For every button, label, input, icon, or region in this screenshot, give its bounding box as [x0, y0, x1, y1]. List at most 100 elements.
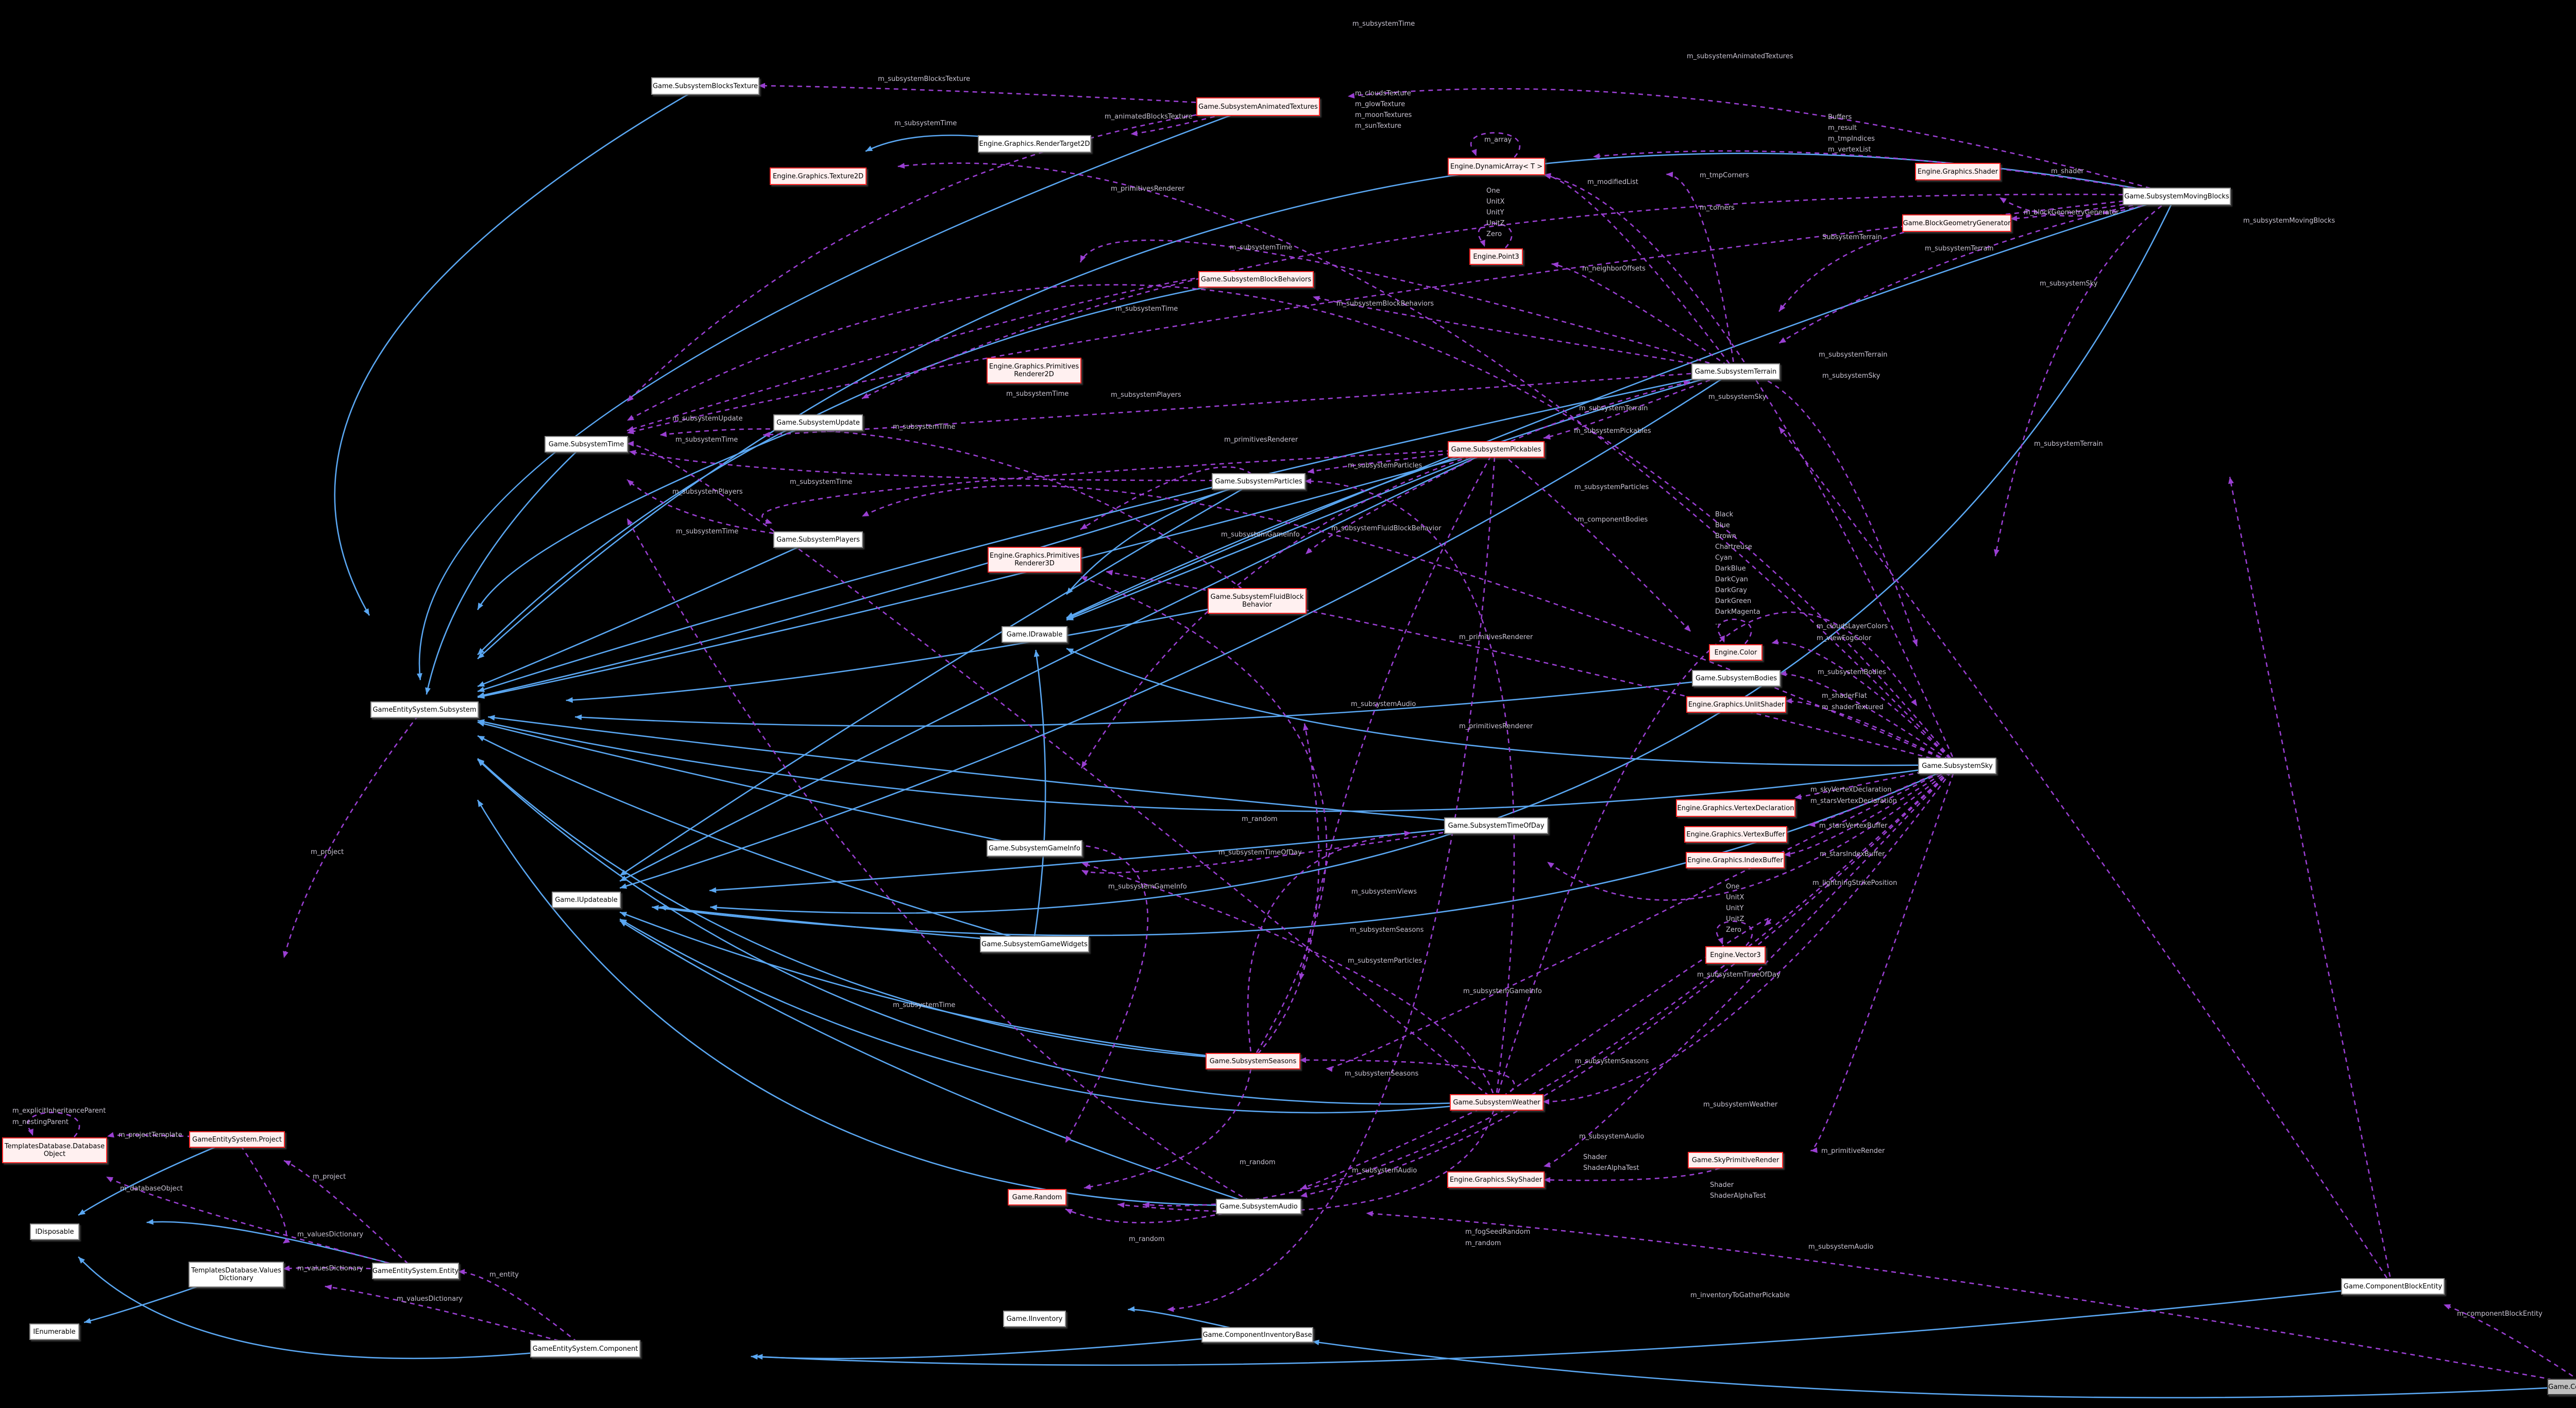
usage-edge: [629, 450, 1258, 481]
class-node-skyPrimitiveRender[interactable]: Game.SkyPrimitiveRender: [1688, 1152, 1783, 1168]
arrowhead: [1471, 148, 1477, 156]
class-node-terrain[interactable]: Game.SubsystemTerrain: [1691, 363, 1780, 380]
class-node-iDrawable[interactable]: Game.IDrawable: [1002, 626, 1067, 643]
class-node-timeOfDay[interactable]: Game.SubsystemTimeOfDay: [1444, 817, 1548, 834]
inheritance-edge: [619, 918, 1496, 1114]
class-node-project[interactable]: GameEntitySystem.Project: [189, 1131, 285, 1148]
class-node-fluidBlockBehavior[interactable]: Game.SubsystemFluidBlock Behavior: [1208, 588, 1307, 614]
class-node-vertexBuffer[interactable]: Engine.Graphics.VertexBuffer: [1684, 826, 1787, 843]
inheritance-edge: [619, 370, 1735, 889]
arrowhead: [1065, 1135, 1072, 1143]
class-node-point3[interactable]: Engine.Point3: [1469, 248, 1523, 265]
class-node-skyShader[interactable]: Engine.Graphics.SkyShader: [1447, 1171, 1545, 1188]
class-node-component[interactable]: GameEntitySystem.Component: [530, 1340, 640, 1357]
usage-edge: [1081, 862, 1497, 1102]
class-node-iInventory[interactable]: Game.IInventory: [1003, 1311, 1066, 1327]
arrowhead: [1080, 576, 1088, 582]
inheritance-edge: [477, 370, 1735, 692]
arrowhead: [2444, 1304, 2451, 1310]
class-node-blockGeometryGenerator[interactable]: Game.BlockGeometryGenerator: [1902, 214, 2011, 232]
arrowhead: [1683, 380, 1690, 386]
inheritance-edge: [574, 676, 1736, 727]
arrowhead: [709, 887, 717, 893]
usage-edge: [1247, 832, 1412, 1061]
class-node-random[interactable]: Game.Random: [1008, 1189, 1066, 1205]
class-node-primitivesRenderer2D[interactable]: Engine.Graphics.Primitives Renderer2D: [987, 358, 1081, 383]
inheritance-edge: [1066, 447, 1496, 621]
class-node-subsystem[interactable]: GameEntitySystem.Subsystem: [370, 701, 479, 718]
class-node-iEnumerable[interactable]: IEnumerable: [29, 1323, 79, 1340]
class-node-databaseObject[interactable]: TemplatesDatabase.Database Object: [2, 1137, 107, 1163]
usage-edge: [1347, 88, 2176, 196]
class-node-bodies[interactable]: Game.SubsystemBodies: [1692, 670, 1781, 686]
usage-edge: [1785, 700, 1957, 766]
inheritance-edge: [619, 479, 1258, 877]
class-node-texture2D[interactable]: Engine.Graphics.Texture2D: [770, 167, 867, 185]
arrowhead: [1081, 862, 1089, 868]
usage-edge: [1142, 764, 1957, 1206]
usage-edge: [1543, 370, 1735, 439]
arrowhead: [283, 1237, 290, 1244]
arrowhead: [862, 511, 870, 517]
class-node-renderTarget2D[interactable]: Engine.Graphics.RenderTarget2D: [978, 135, 1091, 153]
class-node-indexBuffer[interactable]: Engine.Graphics.IndexBuffer: [1686, 852, 1785, 868]
class-node-seasons[interactable]: Game.SubsystemSeasons: [1206, 1053, 1300, 1069]
class-node-shader[interactable]: Engine.Graphics.Shader: [1915, 163, 2001, 180]
class-node-gameWidgets[interactable]: Game.SubsystemGameWidgets: [980, 936, 1089, 952]
class-node-iUpdateable[interactable]: Game.IUpdateable: [552, 892, 621, 908]
class-node-primitivesRenderer3D[interactable]: Engine.Graphics.Primitives Renderer3D: [988, 547, 1081, 573]
usage-edge: [282, 1267, 415, 1271]
inheritance-edge: [477, 421, 818, 610]
inheritance-edge: [709, 824, 1496, 892]
class-node-entity[interactable]: GameEntitySystem.Entity: [372, 1263, 459, 1279]
class-node-weather[interactable]: Game.SubsystemWeather: [1450, 1094, 1544, 1111]
arrowhead: [620, 883, 628, 889]
class-node-valuesDictionary[interactable]: TemplatesDatabase.Values Dictionary: [189, 1262, 284, 1287]
class-node-componentInventoryBase[interactable]: Game.ComponentInventoryBase: [1201, 1327, 1313, 1343]
class-node-color[interactable]: Engine.Color: [1709, 644, 1762, 661]
usage-edge: [106, 1176, 415, 1271]
arrowhead: [478, 602, 484, 610]
usage-edge: [1106, 571, 1957, 766]
class-node-unlitShader[interactable]: Engine.Graphics.UnlitShader: [1686, 696, 1786, 713]
class-node-movingBlocks[interactable]: Game.SubsystemMovingBlocks: [2123, 188, 2231, 205]
arrowhead: [1065, 1209, 1073, 1215]
usage-edge: [626, 443, 1496, 1102]
class-node-subsystemUpdate[interactable]: Game.SubsystemUpdate: [773, 414, 863, 431]
class-node-dynamicArray[interactable]: Engine.DynamicArray< T >: [1448, 158, 1545, 175]
class-node-iDisposable[interactable]: IDisposable: [30, 1223, 79, 1240]
inheritance-edge: [477, 722, 1034, 848]
class-node-players[interactable]: Game.SubsystemPlayers: [773, 531, 863, 548]
class-node-blocksTexture[interactable]: Game.SubsystemBlocksTexture: [651, 77, 759, 95]
class-node-componentBlockEntity[interactable]: Game.ComponentBlockEntity: [2341, 1278, 2445, 1295]
arrowhead: [1066, 587, 1073, 595]
inheritance-edge: [1066, 370, 1735, 618]
class-node-vertexDeclaration[interactable]: Engine.Graphics.VertexDeclaration: [1676, 799, 1795, 817]
arrowhead: [629, 449, 636, 456]
class-node-subsystemTime[interactable]: Game.SubsystemTime: [545, 436, 628, 452]
class-node-sky[interactable]: Game.SubsystemSky: [1918, 758, 1996, 774]
class-node-particles[interactable]: Game.SubsystemParticles: [1212, 473, 1306, 490]
arrowhead: [1993, 549, 1999, 557]
class-node-audio[interactable]: Game.SubsystemAudio: [1216, 1199, 1301, 1214]
arrowhead: [1779, 337, 1786, 344]
arrowhead: [1719, 635, 1725, 643]
arrowhead: [1784, 851, 1791, 857]
arrowhead: [146, 1219, 154, 1225]
arrowhead: [283, 1265, 290, 1271]
usage-edge: [1495, 917, 1772, 1102]
arrowhead: [1911, 699, 1917, 707]
class-node-animatedTextures[interactable]: Game.SubsystemAnimatedTextures: [1196, 97, 1320, 116]
usage-edge: [1033, 844, 1149, 1144]
class-node-blockBehaviors[interactable]: Game.SubsystemBlockBehaviors: [1198, 271, 1314, 288]
class-node-vector3[interactable]: Engine.Vector3: [1705, 946, 1766, 964]
inheritance-edge: [1066, 648, 1957, 766]
usage-edge: [283, 1160, 415, 1270]
arrowhead: [1326, 1066, 1333, 1072]
class-node-gameInfo[interactable]: Game.SubsystemGameInfo: [987, 840, 1082, 857]
arrowhead: [478, 686, 485, 692]
arrowhead: [627, 415, 635, 421]
inheritance-edge: [78, 1256, 585, 1360]
arrowhead: [1544, 1162, 1551, 1168]
class-node-pickables[interactable]: Game.SubsystemPickables: [1448, 441, 1545, 458]
